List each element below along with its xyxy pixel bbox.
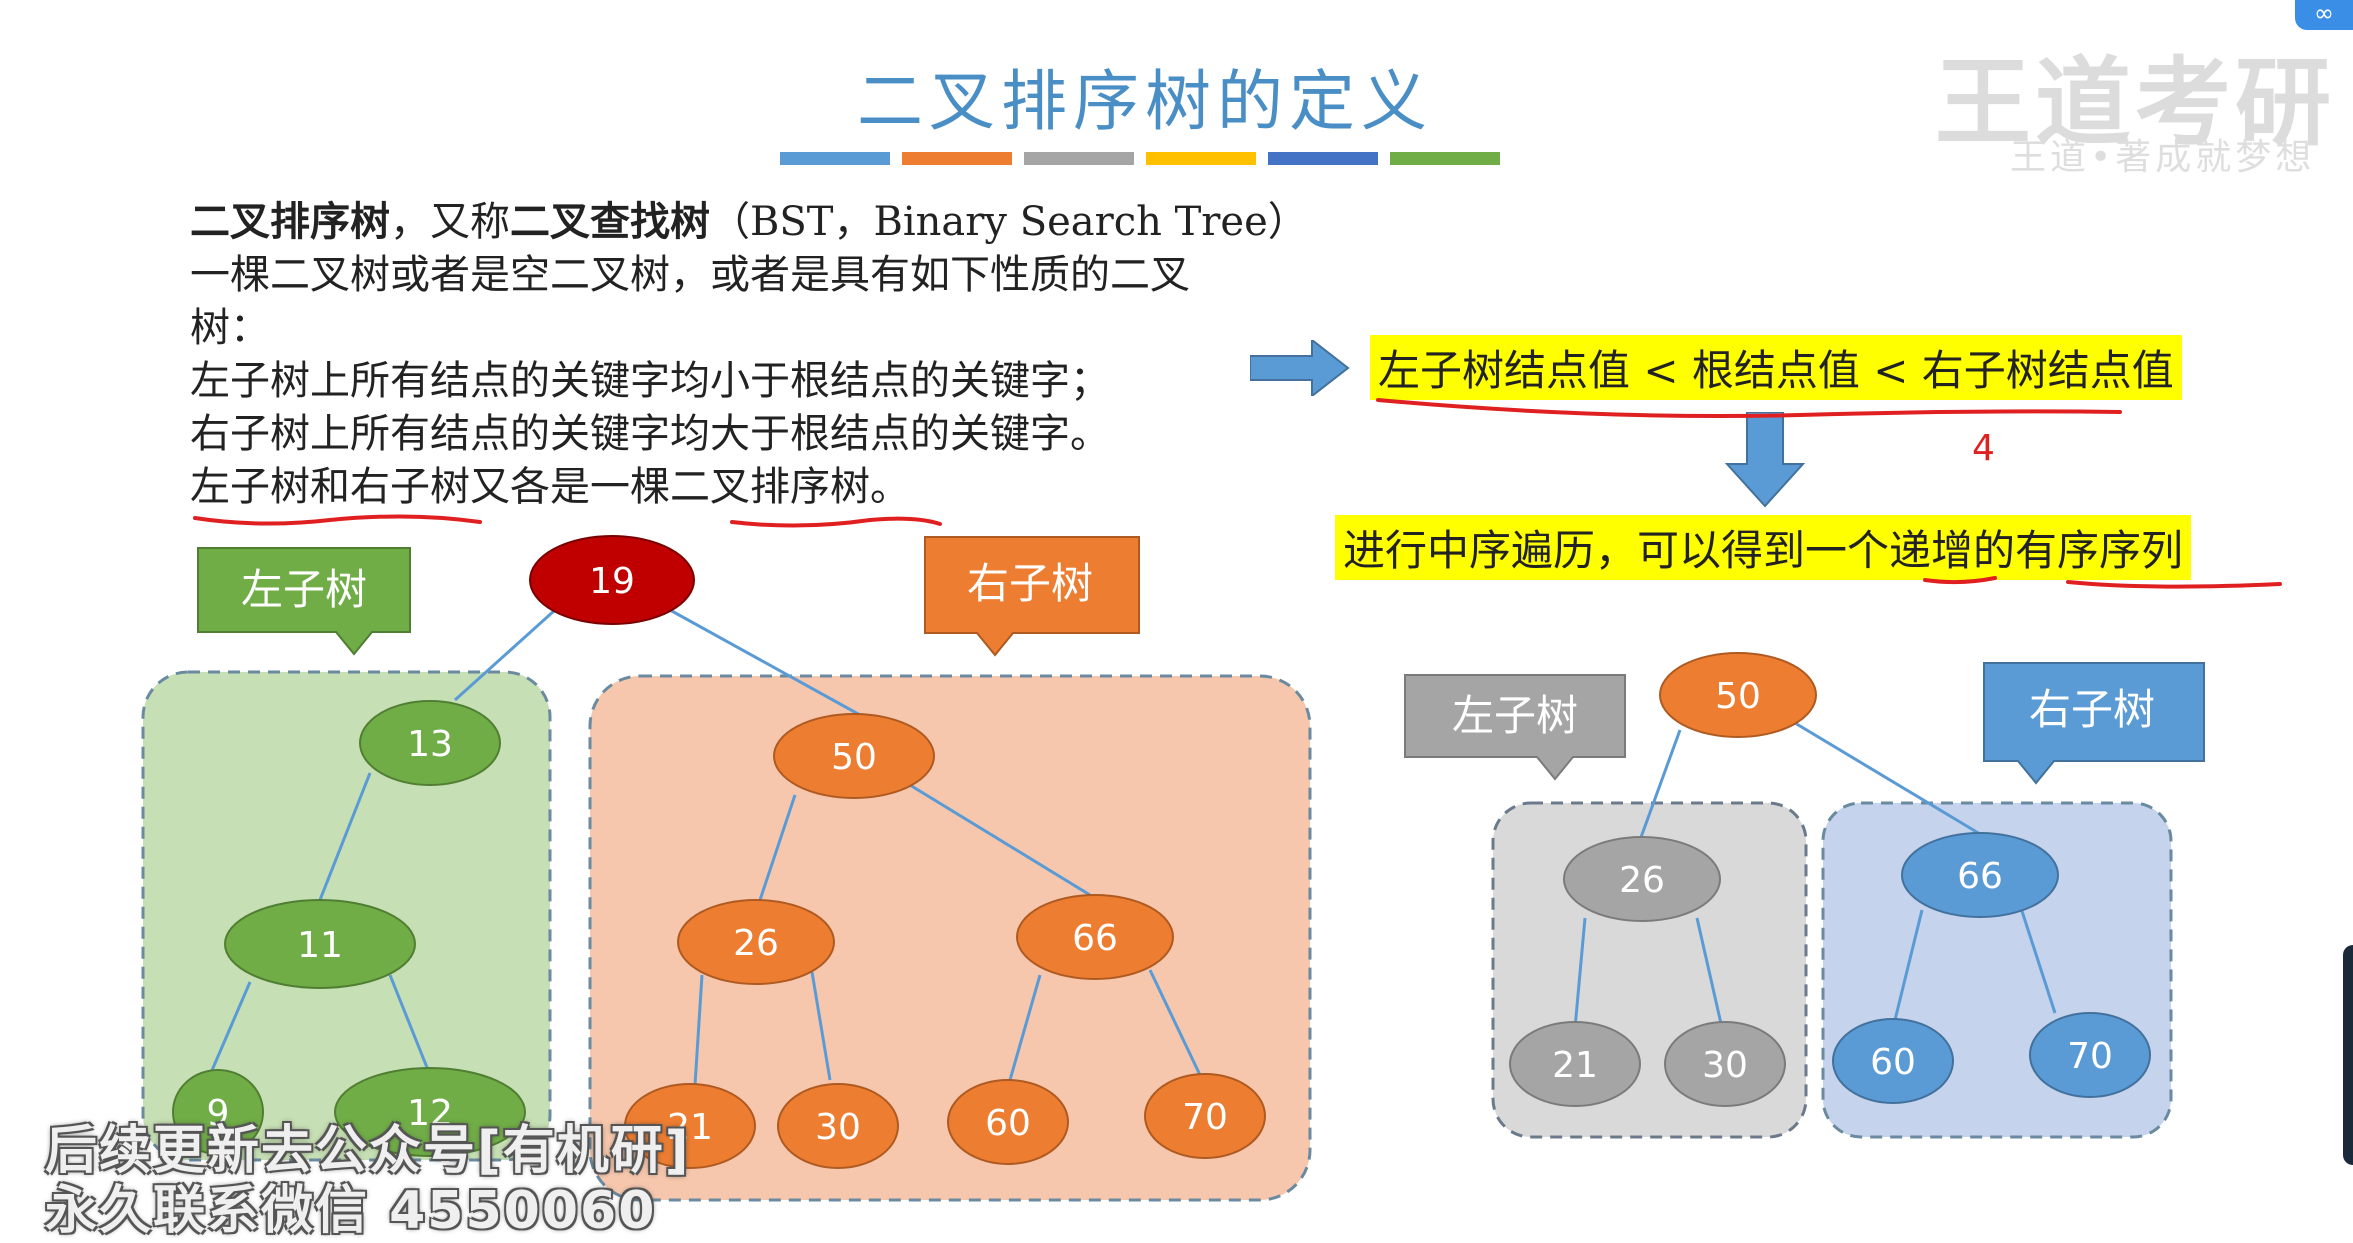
right-tree-nodes: 50 26 66 21 30 60 70 — [1509, 652, 2151, 1107]
tree-node-12 — [334, 1067, 526, 1157]
right-subtree-callout: 右子树 — [924, 536, 1140, 657]
color-bar-green — [1390, 152, 1500, 165]
tree-node-66 — [1016, 894, 1174, 980]
tree2-node-26-label: 26 — [1619, 860, 1665, 901]
tree-node-66-label: 66 — [1072, 918, 1118, 959]
color-bar-blue — [780, 152, 890, 165]
color-bar-yellow — [1146, 152, 1256, 165]
right-diagram-right-callout: 右子树 — [1983, 662, 2205, 785]
right-diagram-left-label: 左子树 — [1452, 691, 1578, 740]
watermark-logo: 王道考研 — [1935, 47, 2335, 159]
tree2-node-60 — [1832, 1018, 1954, 1104]
arrow-down-icon — [1725, 412, 1805, 508]
slide-title: 二叉排序树的定义 — [857, 63, 1433, 140]
tree-node-19 — [529, 535, 695, 625]
tree-node-60 — [947, 1079, 1069, 1165]
tree-node-60-label: 60 — [985, 1103, 1031, 1144]
tree-node-70 — [1144, 1073, 1266, 1159]
tree-node-11 — [224, 899, 416, 989]
tree2-node-30 — [1664, 1021, 1786, 1107]
tree2-node-66-label: 66 — [1957, 856, 2003, 897]
term-binary-search-tree: 二叉查找树 — [510, 198, 710, 245]
tree-node-11-label: 11 — [297, 925, 343, 966]
tree-node-19-label: 19 — [589, 561, 635, 602]
right-tree-edges — [1573, 718, 2057, 1029]
tree-node-30-label: 30 — [815, 1107, 861, 1148]
infinity-icon[interactable]: ∞ — [2295, 0, 2353, 30]
definition-connector: ，又称 — [390, 199, 510, 245]
tree-node-21 — [624, 1083, 756, 1169]
tree-node-70-label: 70 — [1182, 1097, 1228, 1138]
overlay-caption-2: 永久联系微信 4550060 — [45, 1181, 657, 1241]
definition-line-4: 左子树上所有结点的关键字均小于根结点的关键字； — [190, 358, 1110, 404]
handwritten-note: 4 — [1972, 428, 1995, 469]
tree-node-21-label: 21 — [667, 1107, 713, 1148]
color-bar-gray — [1024, 152, 1134, 165]
definition-text: 二叉排序树，又称二叉查找树（BST，Binary Search Tree） 一棵… — [190, 195, 1340, 514]
definition-english: （BST，Binary Search Tree） — [710, 199, 1308, 245]
tree-node-9-label: 9 — [207, 1093, 230, 1134]
definition-line-5: 右子树上所有结点的关键字均大于根结点的关键字。 — [190, 411, 1110, 457]
tree2-node-70-label: 70 — [2067, 1036, 2113, 1077]
tree2-node-66 — [1901, 832, 2059, 918]
left-subtree-callout: 左子树 — [197, 547, 411, 656]
term-bst: 二叉排序树 — [190, 198, 390, 245]
right-subtree-region — [588, 674, 1312, 1202]
tree-node-9 — [172, 1069, 264, 1155]
tree-node-12-label: 12 — [407, 1093, 453, 1134]
tree2-node-21-label: 21 — [1552, 1045, 1598, 1086]
tree-node-50 — [773, 713, 935, 799]
tree-node-13 — [359, 700, 501, 786]
handwritten-annotations — [193, 398, 2282, 589]
right-diagram-left-callout: 左子树 — [1404, 674, 1626, 781]
title-color-bars — [780, 152, 1500, 165]
color-bar-orange — [902, 152, 1012, 165]
tree2-node-60-label: 60 — [1870, 1042, 1916, 1083]
tree2-node-30-label: 30 — [1702, 1045, 1748, 1086]
tree2-node-70 — [2029, 1012, 2151, 1098]
right-subtree-label: 右子树 — [967, 559, 1093, 608]
tree2-node-26 — [1563, 836, 1721, 922]
color-bar-darkblue — [1268, 152, 1378, 165]
side-panel-handle[interactable] — [2343, 945, 2353, 1165]
tree-node-30 — [777, 1083, 899, 1169]
definition-line-3: 树： — [190, 305, 270, 351]
tree-node-13-label: 13 — [407, 724, 453, 765]
right-diagram-right-label: 右子树 — [2029, 685, 2155, 734]
tree2-node-50 — [1659, 652, 1817, 738]
definition-line-6: 左子树和右子树又各是一棵二叉排序树。 — [190, 464, 910, 510]
watermark-subtitle: 王道•著成就梦想 — [2010, 137, 2316, 178]
tree-node-50-label: 50 — [831, 737, 877, 778]
tree2-node-50-label: 50 — [1715, 676, 1761, 717]
tree-node-26-label: 26 — [733, 923, 779, 964]
bst-property-highlight: 左子树结点值 < 根结点值 < 右子树结点值 — [1370, 335, 2182, 400]
definition-line-1: 二叉排序树，又称二叉查找树（BST，Binary Search Tree） — [190, 195, 1340, 249]
left-subtree-label: 左子树 — [241, 565, 367, 614]
arrow-right-icon — [1250, 340, 1350, 396]
tree-node-26 — [677, 899, 835, 985]
inorder-property-highlight: 进行中序遍历，可以得到一个递增的有序序列 — [1335, 515, 2192, 580]
overlay-caption-1: 后续更新去公众号[有机研] — [45, 1121, 691, 1181]
left-tree-edges — [208, 608, 1202, 1086]
tree2-node-21 — [1509, 1021, 1641, 1107]
definition-line-2: 一棵二叉树或者是空二叉树，或者是具有如下性质的二叉 — [190, 252, 1190, 298]
left-tree-nodes: 19 13 11 9 12 50 26 66 21 30 60 70 — [172, 535, 1266, 1169]
